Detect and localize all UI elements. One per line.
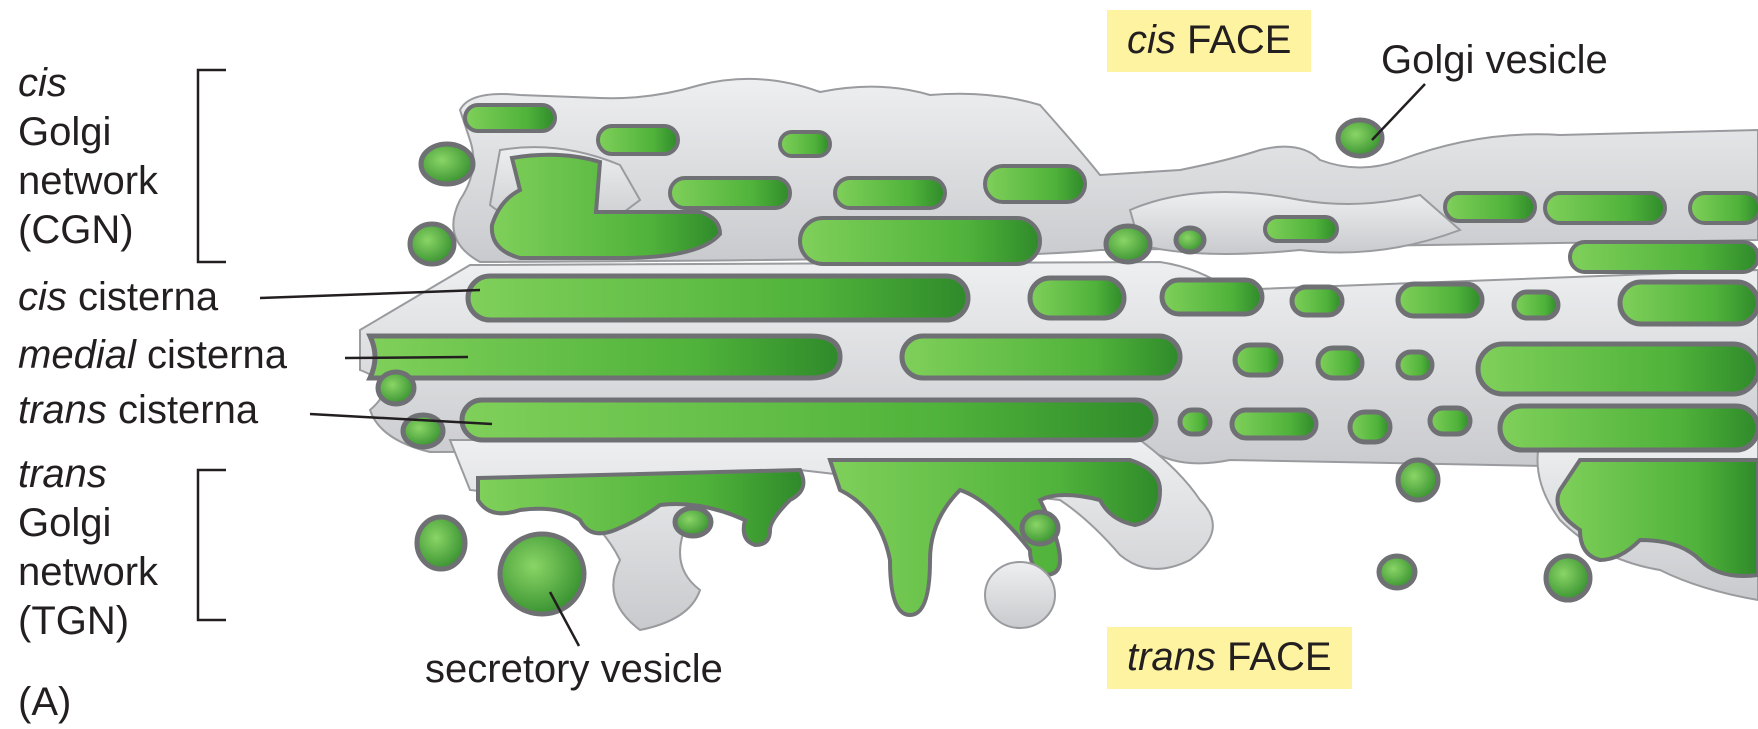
tgn-label-line1: trans [18,450,158,499]
trans-cisterna-label: trans cisterna [18,386,258,434]
cis-face-italic: cis [1127,18,1176,62]
trans-cisterna-rest: cisterna [107,388,258,432]
panel-label: (A) [18,678,71,726]
tgn-label-line3: network [18,548,158,597]
cgn-label-line2: Golgi [18,108,158,157]
cis-face-label: cis FACE [1107,10,1311,72]
tgn-label-line4: (TGN) [18,597,158,646]
trans-cisterna-lumens [462,400,1758,450]
cis-cisterna-rest: cisterna [67,275,218,319]
medial-cisterna-italic: medial [18,333,136,377]
tgn-label-line2: Golgi [18,499,158,548]
cgn-bracket [198,70,226,262]
cis-cisterna-label: cis cisterna [18,273,218,321]
gray-vesicle [985,562,1055,628]
trans-face-label: trans FACE [1107,627,1352,689]
medial-cisterna-label: medial cisterna [18,331,287,379]
cgn-label: cis Golgi network (CGN) [18,59,158,255]
trans-cisterna-italic: trans [18,388,107,432]
golgi-vesicle-leader [1372,84,1425,140]
golgi-vesicle-label: Golgi vesicle [1381,36,1608,84]
cis-face-rest: FACE [1176,18,1292,62]
trans-face-italic: trans [1127,635,1216,679]
tgn-bracket [198,470,226,620]
cgn-label-line3: network [18,157,158,206]
tgn-label: trans Golgi network (TGN) [18,450,158,646]
cis-cisterna-italic: cis [18,275,67,319]
secretory-vesicle-label: secretory vesicle [425,645,723,693]
medial-cisterna-leader [345,357,468,358]
medial-cisterna-rest: cisterna [136,333,287,377]
cgn-label-line4: (CGN) [18,206,158,255]
cgn-label-line1: cis [18,59,158,108]
trans-face-rest: FACE [1216,635,1332,679]
